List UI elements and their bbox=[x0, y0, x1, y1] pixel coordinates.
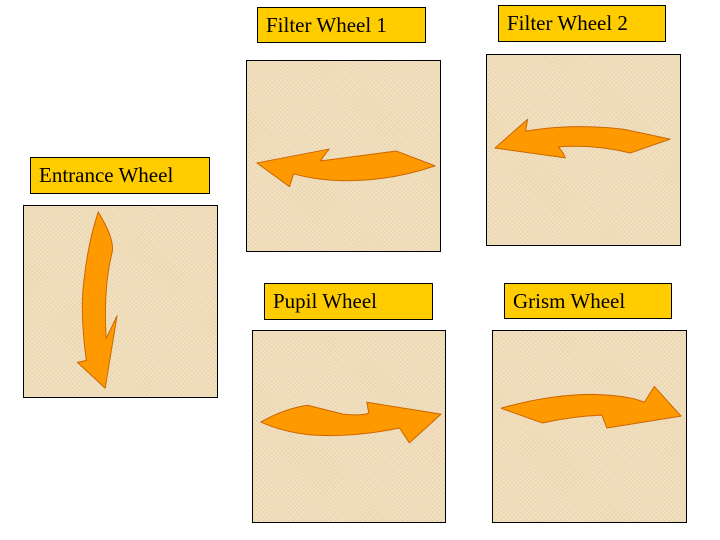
curved-right-arrow-icon bbox=[500, 385, 682, 429]
grism-wheel-panel bbox=[492, 330, 687, 523]
curved-right-arrow-icon bbox=[260, 401, 442, 444]
filter-wheel-2-label: Filter Wheel 2 bbox=[498, 5, 666, 42]
pupil-wheel-panel bbox=[252, 330, 446, 523]
pupil-wheel-label: Pupil Wheel bbox=[264, 283, 433, 320]
grism-wheel-label: Grism Wheel bbox=[504, 283, 672, 319]
filter-wheel-2-panel bbox=[486, 54, 681, 246]
entrance-wheel-panel bbox=[23, 205, 218, 398]
curved-left-arrow-icon bbox=[494, 118, 671, 159]
filter-wheel-1-panel bbox=[246, 60, 441, 252]
curved-down-arrow-icon bbox=[76, 211, 118, 389]
filter-wheel-1-label: Filter Wheel 1 bbox=[257, 7, 426, 43]
entrance-wheel-label: Entrance Wheel bbox=[30, 157, 210, 194]
curved-left-arrow-icon bbox=[256, 148, 436, 188]
